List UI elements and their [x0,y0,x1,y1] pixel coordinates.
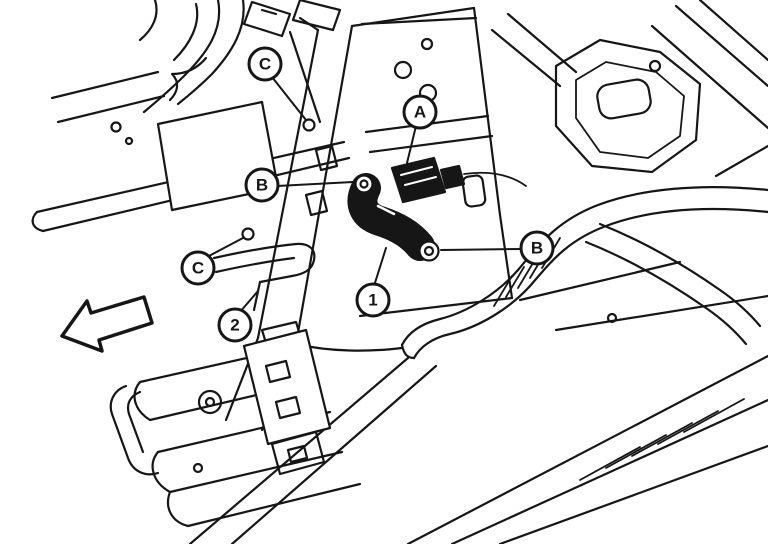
leader-c-upper [271,76,307,121]
leader-b-left [276,181,354,187]
callout-part-2: 2 [217,307,253,343]
rocker-sill [406,354,768,544]
bolt-upper [354,174,374,194]
callout-c-lower: C [180,250,216,286]
callout-part-2-label: 2 [230,315,240,335]
callout-part-1-label: 1 [368,290,378,310]
leader-c-lower [206,237,244,258]
leader-b-right [440,248,523,251]
left-floor-panel [50,70,166,146]
connector [390,156,447,204]
sensor-assembly [347,156,527,262]
right-bracket [554,38,702,174]
hook-rod [212,227,316,312]
seat-rail [109,328,362,528]
callout-c-upper-label: C [258,54,272,74]
leader-a [406,125,417,164]
floor-seams [188,260,768,544]
callout-c-lower-label: C [191,258,205,278]
harness-tube [400,186,768,360]
callout-part-1: 1 [355,282,391,318]
leader-part-1 [373,247,387,287]
wiring-harness [138,0,342,124]
callout-a: A [402,94,438,130]
sensor-body [347,173,435,261]
callout-b-left: B [244,167,280,203]
callout-c-upper: C [247,46,283,82]
callout-b-left-label: B [255,175,269,195]
callout-b-right-label: B [530,238,544,258]
hatch-lines [579,398,745,481]
bolt-lower [418,240,440,262]
front-direction-arrow-icon [60,295,154,353]
callout-b-right: B [519,230,555,266]
top-right-corner [490,0,768,178]
callout-a-label: A [413,102,427,122]
leader-lines [206,76,523,313]
